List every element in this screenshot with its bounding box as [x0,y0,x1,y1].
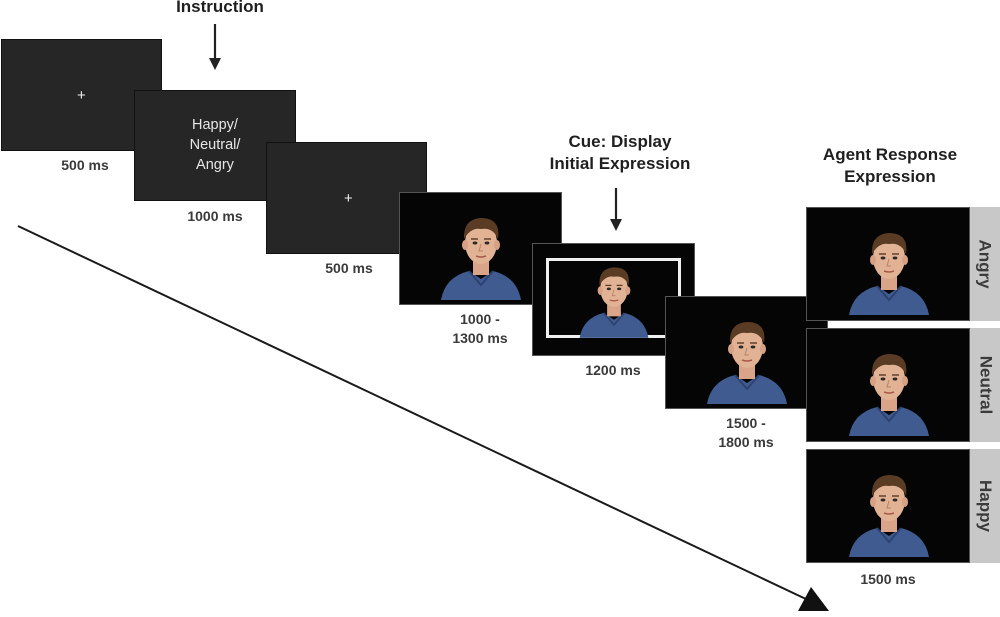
response-label-angry: Angry [970,207,1000,321]
agent-heading-line2: Expression [844,167,936,186]
response-screen-happy [806,449,970,563]
fixation-cross: + [77,87,86,104]
instruction-heading: Instruction [176,0,264,16]
response-screen-angry [806,207,970,321]
duration-label-6: 1500 - 1800 ms [696,414,796,452]
cue-heading-line2: Initial Expression [549,154,691,173]
duration-label-4: 1000 - 1300 ms [430,310,530,348]
instruction-line-neutral: Neutral/ [189,137,241,153]
agent-response-heading: Agent Response Expression [795,144,985,188]
duration-label-4-line2: 1300 ms [452,330,508,346]
response-screen-neutral [806,328,970,442]
agent-heading-line1: Agent Response [822,145,958,164]
instruction-down-arrow [209,24,221,70]
fixation-cross: + [344,190,353,207]
face-screen-hold [665,296,828,409]
duration-label-6-line2: 1800 ms [718,434,774,450]
instruction-line-angry: Angry [196,157,234,173]
duration-label-6-line1: 1500 - [726,415,766,431]
duration-label-5: 1200 ms [585,362,641,378]
response-label-happy: Happy [970,449,1000,563]
duration-label-4-line1: 1000 - [460,311,500,327]
cue-down-arrow [610,188,622,231]
instruction-line-happy: Happy/ [192,117,238,133]
duration-label-7: 1500 ms [860,571,916,587]
cue-heading: Cue: Display Initial Expression [520,131,720,175]
duration-label-2: 1000 ms [187,208,243,224]
duration-label-3: 500 ms [325,260,373,276]
response-label-neutral: Neutral [970,328,1000,442]
instruction-text: Happy/ Neutral/ Angry [135,115,295,175]
cue-heading-line1: Cue: Display [568,132,672,151]
duration-label-1: 500 ms [61,157,109,173]
